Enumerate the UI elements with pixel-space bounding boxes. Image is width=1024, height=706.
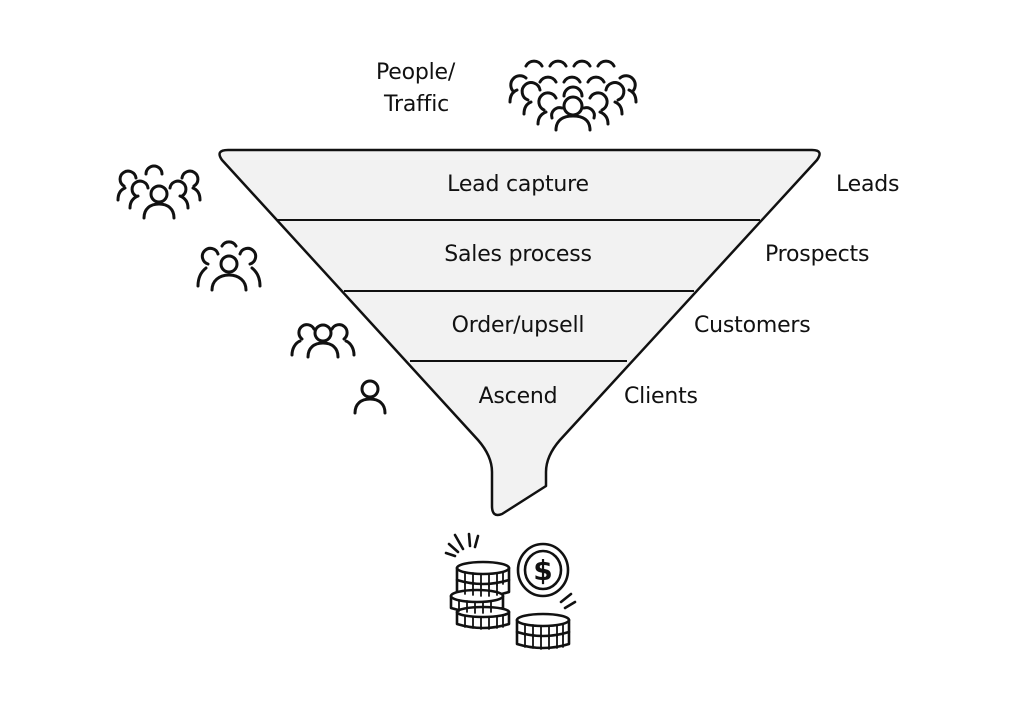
small-group-icon <box>290 323 356 359</box>
coins-money-icon: $ <box>444 532 577 650</box>
outcome-label-leads: Leads <box>836 172 900 197</box>
person-icon <box>353 379 387 415</box>
large-group-icon <box>116 164 202 220</box>
crowd-icon <box>508 59 638 132</box>
stage-label-lead-capture: Lead capture <box>447 172 589 197</box>
outcome-label-prospects: Prospects <box>765 242 870 267</box>
group-icon <box>196 240 262 292</box>
top-label-line-2: Traffic <box>384 92 450 117</box>
stage-label-sales-process: Sales process <box>444 242 592 267</box>
stage-label-ascend: Ascend <box>478 384 558 409</box>
svg-text:$: $ <box>533 554 552 587</box>
outcome-label-clients: Clients <box>624 384 698 409</box>
outcome-label-customers: Customers <box>694 313 811 338</box>
funnel-body <box>218 148 821 517</box>
stage-label-order-upsell: Order/upsell <box>451 313 585 338</box>
top-label-line-1: People/ <box>376 60 456 85</box>
